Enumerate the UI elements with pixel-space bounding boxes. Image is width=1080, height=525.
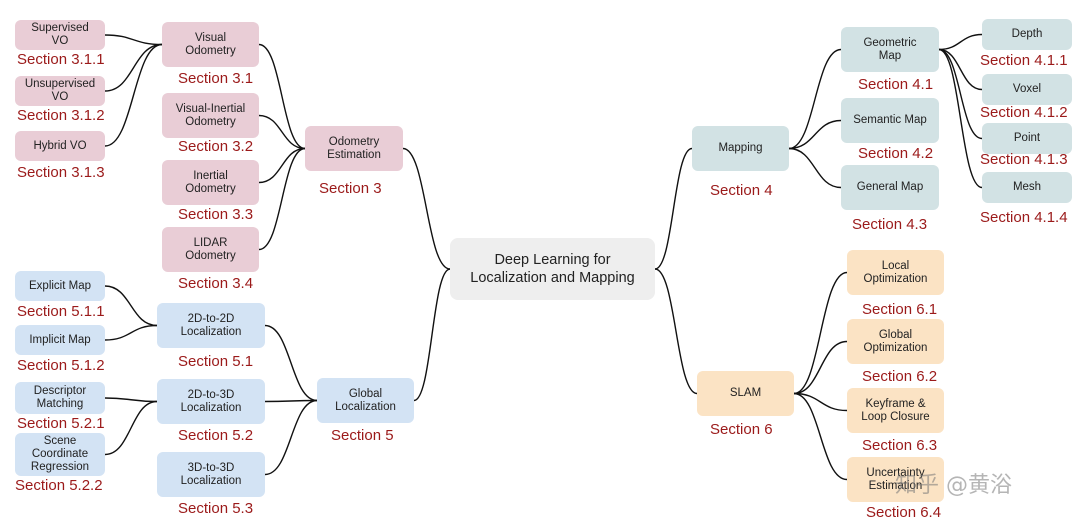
connector-geo-mesh	[938, 48, 983, 189]
slam-section-label: Section 6	[710, 421, 773, 438]
odometry-estimation-node: Odometry Estimation	[305, 126, 403, 171]
2d-to-2d-localization-node: 2D-to-2D Localization	[157, 303, 265, 348]
uncertainty-section-label: Section 6.4	[866, 504, 942, 521]
connector-root-global-localization	[413, 268, 451, 402]
visual-odometry-section-label: Section 3.1	[178, 70, 254, 87]
scene-coordinate-section-label: Section 5.2.2	[15, 477, 103, 494]
lidar-section-label: Section 3.4	[178, 275, 254, 292]
global-optimization-section-label: Section 6.2	[862, 368, 938, 385]
connector-2d3d-scene	[104, 400, 158, 456]
local-optimization-node: Local Optimization	[847, 250, 944, 295]
connector-odo-visual-inertial	[258, 114, 306, 150]
global-localization-section-label: Section 5	[331, 427, 394, 444]
connector-slam-local	[793, 271, 848, 395]
connector-slam-global	[793, 340, 848, 395]
point-node: Point	[982, 123, 1072, 154]
connector-vo-hybrid	[104, 43, 163, 147]
connector-geo-point	[938, 48, 983, 140]
zhihu-watermark: 知乎 @黄浴	[895, 473, 1012, 498]
hybrid-vo-section-label: Section 3.1.3	[17, 164, 105, 181]
supervised-vo-node: Supervised VO	[15, 20, 105, 50]
3d-to-3d-localization-node: 3D-to-3D Localization	[157, 452, 265, 497]
inertial-section-label: Section 3.3	[178, 206, 254, 223]
general-map-section-label: Section 4.3	[852, 216, 928, 233]
global-optimization-node: Global Optimization	[847, 319, 944, 364]
keyframe-loop-closure-node: Keyframe & Loop Closure	[847, 388, 944, 433]
odometry-section-label: Section 3	[319, 180, 382, 197]
keyframe-section-label: Section 6.3	[862, 437, 938, 454]
connector-gl-3d3d	[264, 399, 318, 476]
connector-odo-lidar	[258, 147, 306, 251]
root-node: Deep Learning for Localization and Mappi…	[450, 238, 655, 300]
implicit-map-section-label: Section 5.1.2	[17, 357, 105, 374]
general-map-node: General Map	[841, 165, 939, 210]
connector-vo-supervised	[104, 34, 163, 46]
voxel-section-label: Section 4.1.2	[980, 104, 1068, 121]
connector-odo-inertial	[258, 147, 306, 184]
supervised-vo-section-label: Section 3.1.1	[17, 51, 105, 68]
visual-inertial-section-label: Section 3.2	[178, 138, 254, 155]
lidar-odometry-node: LIDAR Odometry	[162, 227, 259, 272]
scene-coordinate-regression-node: Scene Coordinate Regression	[15, 433, 105, 476]
mapping-node: Mapping	[692, 126, 789, 171]
implicit-map-node: Implicit Map	[15, 325, 105, 355]
unsupervised-vo-node: Unsupervised VO	[15, 76, 105, 106]
connector-slam-uncertainty	[793, 392, 848, 481]
slam-node: SLAM	[697, 371, 794, 416]
geometric-map-section-label: Section 4.1	[858, 76, 934, 93]
connector-map-general	[788, 147, 842, 189]
semantic-map-section-label: Section 4.2	[858, 145, 934, 162]
connector-2d2d-explicit	[104, 285, 158, 327]
connector-geo-voxel	[938, 48, 983, 91]
connector-2d2d-implicit	[104, 324, 158, 341]
connector-gl-2d3d	[264, 399, 318, 403]
connector-root-slam	[654, 268, 698, 395]
3d-to-3d-section-label: Section 5.3	[178, 500, 254, 517]
visual-odometry-node: Visual Odometry	[162, 22, 259, 67]
voxel-node: Voxel	[982, 74, 1072, 105]
depth-section-label: Section 4.1.1	[980, 52, 1068, 69]
geometric-map-node: Geometric Map	[841, 27, 939, 72]
mapping-section-label: Section 4	[710, 182, 773, 199]
semantic-map-node: Semantic Map	[841, 98, 939, 143]
point-section-label: Section 4.1.3	[980, 151, 1068, 168]
connector-root-mapping	[654, 147, 693, 270]
2d-to-2d-section-label: Section 5.1	[178, 353, 254, 370]
unsupervised-vo-section-label: Section 3.1.2	[17, 107, 105, 124]
visual-inertial-odometry-node: Visual-Inertial Odometry	[162, 93, 259, 138]
mesh-node: Mesh	[982, 172, 1072, 203]
descriptor-matching-section-label: Section 5.2.1	[17, 415, 105, 432]
connector-2d3d-descriptor	[104, 397, 158, 403]
explicit-map-section-label: Section 5.1.1	[17, 303, 105, 320]
2d-to-3d-localization-node: 2D-to-3D Localization	[157, 379, 265, 424]
depth-node: Depth	[982, 19, 1072, 50]
connector-geo-depth	[938, 33, 983, 51]
uncertainty-estimation-node: Uncertainty Estimation	[847, 457, 944, 502]
connector-map-geometric	[788, 48, 842, 150]
2d-to-3d-section-label: Section 5.2	[178, 427, 254, 444]
connector-odo-visual	[258, 43, 306, 150]
connector-root-odometry	[402, 147, 451, 270]
hybrid-vo-node: Hybrid VO	[15, 131, 105, 161]
explicit-map-node: Explicit Map	[15, 271, 105, 301]
local-optimization-section-label: Section 6.1	[862, 301, 938, 318]
connector-map-semantic	[788, 119, 842, 150]
global-localization-node: Global Localization	[317, 378, 414, 423]
descriptor-matching-node: Descriptor Matching	[15, 382, 105, 414]
connector-slam-keyframe	[793, 392, 848, 412]
connector-vo-unsupervised	[104, 43, 163, 92]
mesh-section-label: Section 4.1.4	[980, 209, 1068, 226]
connector-gl-2d2d	[264, 324, 318, 402]
inertial-odometry-node: Inertial Odometry	[162, 160, 259, 205]
